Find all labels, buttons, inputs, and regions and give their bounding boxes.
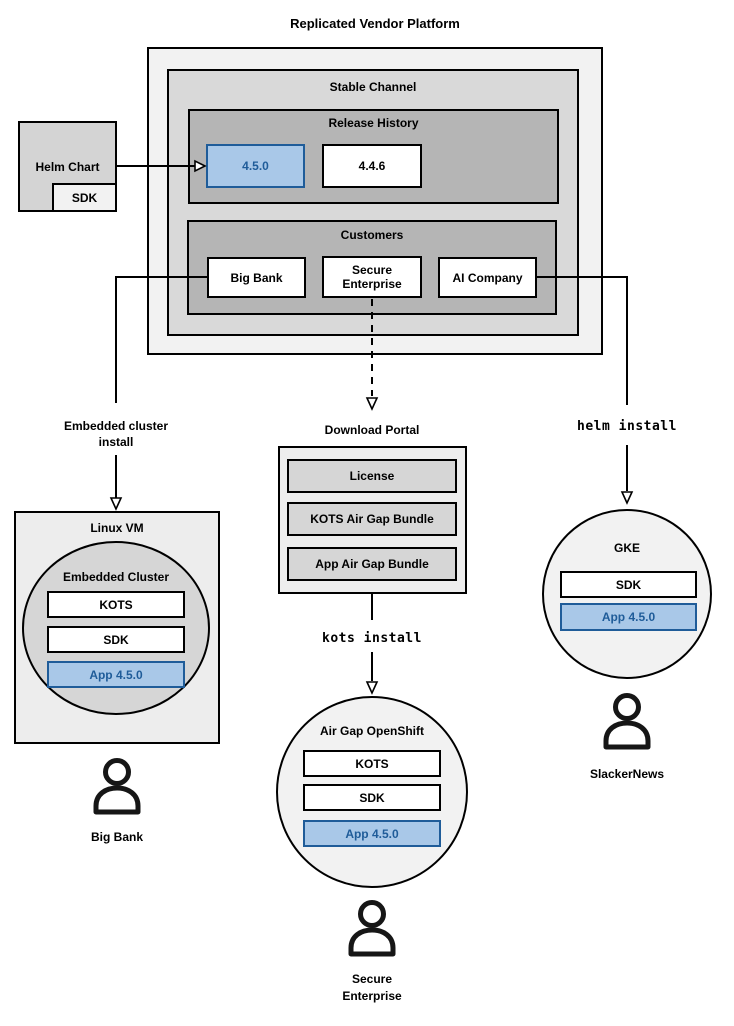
embedded-cluster-label: Embedded Cluster	[62, 570, 170, 584]
embedded-cluster-install-label: Embedded cluster install	[63, 419, 169, 449]
gke-label: GKE	[613, 541, 640, 555]
air-gap-openshift-label: Air Gap OpenShift	[319, 724, 424, 738]
helm-chart-label: Helm Chart	[35, 160, 100, 174]
release-version-446: 4.4.6	[322, 144, 422, 188]
helm-install-label: helm install	[577, 419, 677, 434]
kots-install-label: kots install	[322, 631, 422, 646]
gke-sdk-box: SDK	[560, 571, 697, 598]
portal-item-app-airgap-bundle: App Air Gap Bundle	[287, 547, 457, 581]
slackernews-user-label: SlackerNews	[589, 767, 665, 781]
linux-vm-sdk-box: SDK	[47, 626, 185, 653]
release-history-label: Release History	[328, 116, 419, 130]
release-version-450: 4.5.0	[206, 144, 305, 188]
download-portal-title: Download Portal	[324, 423, 420, 437]
stable-channel-label: Stable Channel	[329, 80, 417, 94]
linux-vm-label: Linux VM	[90, 521, 144, 535]
airgap-app-box: App 4.5.0	[303, 820, 441, 847]
airgap-kots-box: KOTS	[303, 750, 441, 777]
secure-enterprise-user-label: Secure Enterprise	[342, 972, 402, 1003]
customers-label: Customers	[340, 228, 404, 242]
diagram-title: Replicated Vendor Platform	[290, 16, 460, 31]
gke-arrowhead	[620, 491, 634, 505]
big-bank-user-icon	[93, 758, 141, 815]
slackernews-user-icon	[603, 693, 651, 750]
portal-item-kots-airgap-bundle: KOTS Air Gap Bundle	[287, 502, 457, 536]
big-bank-arrowhead	[109, 497, 123, 511]
airgap-arrowhead	[365, 681, 379, 695]
gke-app-box: App 4.5.0	[560, 603, 697, 631]
customer-secure-enterprise: Secure Enterprise	[322, 256, 422, 298]
customer-big-bank: Big Bank	[207, 257, 306, 298]
helm-chart-sdk-box: SDK	[52, 183, 117, 212]
airgap-sdk-box: SDK	[303, 784, 441, 811]
portal-item-license: License	[287, 459, 457, 493]
linux-vm-app-box: App 4.5.0	[47, 661, 185, 688]
linux-vm-kots-box: KOTS	[47, 591, 185, 618]
customer-ai-company: AI Company	[438, 257, 537, 298]
big-bank-user-label: Big Bank	[90, 830, 143, 844]
secure-enterprise-user-icon	[348, 900, 396, 957]
download-portal-arrowhead	[365, 397, 379, 411]
